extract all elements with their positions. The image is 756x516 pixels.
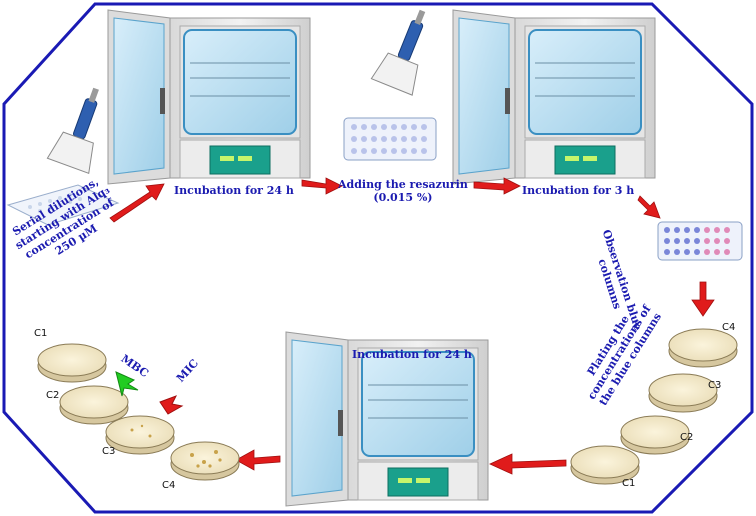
dish-label-left-c2: C2 [46,390,60,401]
mbc-marker-icon [115,371,139,397]
microplate-icon [343,117,437,161]
dish-label-right-c3: C3 [708,380,722,391]
microplate-icon [7,184,119,226]
microplate-icon [657,221,743,261]
petri-dish-icon [170,441,240,481]
arrow-icon [637,195,661,219]
step-adding-resazurin: Adding the resazurin (0.015 %) [338,178,468,204]
pipette-icon [46,80,118,174]
arrow-icon [109,183,165,223]
resazurin-line-1: Adding the resazurin [338,178,468,191]
petri-dish-icon [620,415,690,455]
mic-marker-icon [159,395,184,415]
step-incubation-3h: Incubation for 3 h [522,184,635,197]
dish-label-right-c4: C4 [722,322,736,333]
arrow-icon [489,453,567,475]
incubator-icon [107,9,311,185]
petri-dish-icon [37,343,107,383]
arrow-icon [235,449,281,471]
arrow-icon [691,281,715,317]
dish-label-left-c1: C1 [34,328,48,339]
dish-label-left-c4: C4 [162,480,176,491]
resazurin-line-2: (0.015 %) [373,191,433,204]
incubator-icon [452,9,656,185]
step-incubation-24h-top: Incubation for 24 h [174,184,294,197]
arrow-icon [301,177,343,195]
petri-dish-icon [648,373,718,413]
pipette-icon [370,2,444,96]
arrow-icon [473,177,521,195]
dish-label-right-c2: C2 [680,432,694,443]
petri-dish-icon [668,328,738,368]
dish-label-left-c3: C3 [102,446,116,457]
petri-dish-icon [105,415,175,455]
dish-label-right-c1: C1 [622,478,636,489]
petri-dish-icon [59,385,129,425]
step-incubation-24h-bottom: Incubation for 24 h [352,348,472,361]
